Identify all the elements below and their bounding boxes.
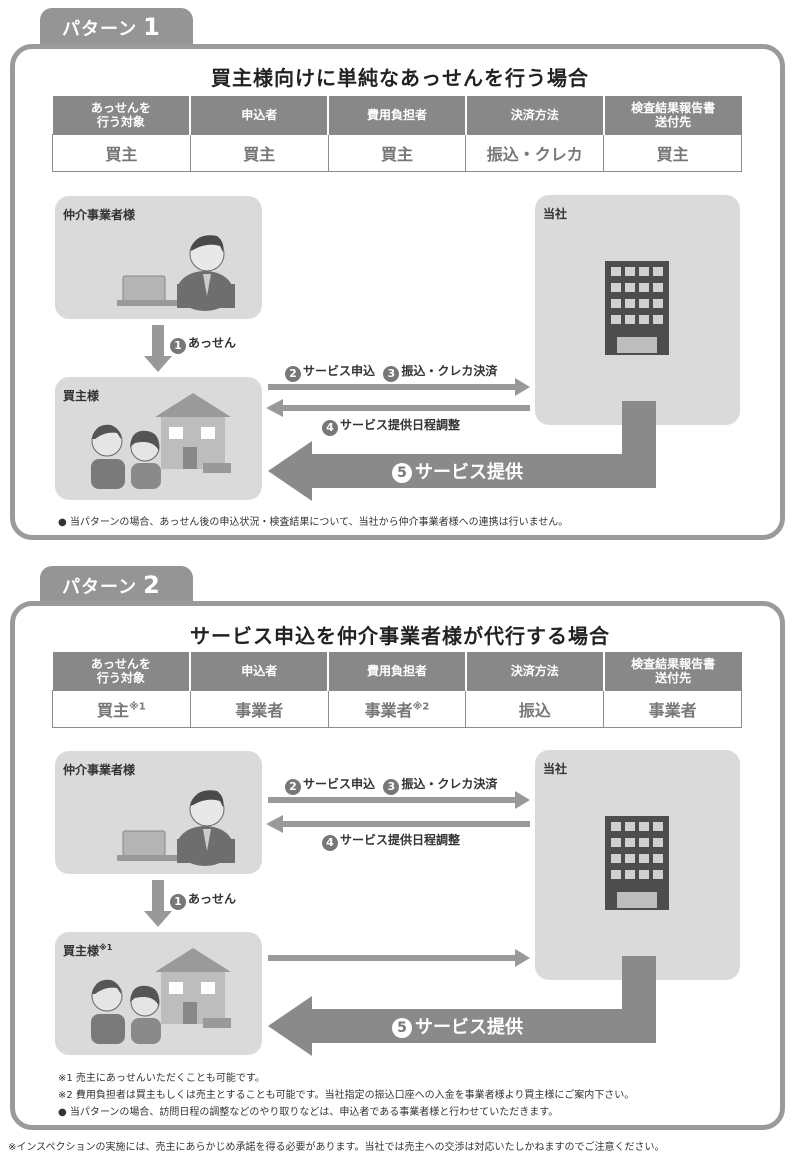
value-report-recipient: 事業者 bbox=[603, 689, 742, 728]
pattern2-tab-label: パターン bbox=[62, 577, 138, 598]
pattern1-title: 買主様向けに単純なあっせんを行う場合 bbox=[211, 66, 589, 90]
buyer-family-house-icon bbox=[91, 393, 231, 489]
header-payment-method: 決済方法 bbox=[465, 96, 605, 134]
header-target: あっせんを 行う対象 bbox=[52, 96, 192, 134]
pattern2-company-box: 当社 bbox=[535, 750, 740, 980]
value-payment-method: 振込・クレカ bbox=[465, 133, 605, 172]
pattern2-tab-number: 2 bbox=[143, 571, 161, 599]
pattern1-table: あっせんを 行う対象 申込者 費用負担者 決済方法 検査結果報告書 送付先 買主… bbox=[52, 96, 742, 172]
header-report-recipient: 検査結果報告書 送付先 bbox=[603, 652, 742, 690]
header-payer: 費用負担者 bbox=[328, 96, 467, 134]
table-header-row: あっせんを 行う対象 申込者 費用負担者 決済方法 検査結果報告書 送付先 bbox=[52, 96, 742, 134]
value-target: 買主※1 bbox=[52, 689, 191, 728]
pattern2-note-3: ● 当パターンの場合、訪問日程の調整などのやり取りなどは、申込者である事業者様と… bbox=[58, 1107, 559, 1118]
pattern1-company-box: 当社 bbox=[535, 195, 740, 425]
table-header-row: あっせんを 行う対象 申込者 費用負担者 決済方法 検査結果報告書 送付先 bbox=[52, 652, 742, 690]
buyer-label: 買主様 bbox=[63, 389, 100, 403]
header-target: あっせんを 行う対象 bbox=[52, 652, 192, 690]
agent-label: 仲介事業者様 bbox=[63, 208, 136, 222]
header-report-recipient: 検査結果報告書 送付先 bbox=[603, 96, 742, 134]
value-applicant: 買主 bbox=[189, 133, 329, 172]
pattern1-tab-number: 1 bbox=[143, 13, 161, 41]
value-payment-method: 振込 bbox=[465, 689, 605, 728]
table-row: 買主 買主 買主 振込・クレカ 買主 bbox=[52, 133, 742, 172]
pattern2-table: あっせんを 行う対象 申込者 費用負担者 決済方法 検査結果報告書 送付先 買主… bbox=[52, 652, 742, 728]
pattern1-note: ● 当パターンの場合、あっせん後の申込状況・検査結果について、当社から仲介事業者… bbox=[58, 517, 569, 528]
header-payer: 費用負担者 bbox=[328, 652, 467, 690]
pattern2-agent-box: 仲介事業者様 bbox=[55, 751, 262, 874]
company-label: 当社 bbox=[543, 207, 568, 221]
agent-label: 仲介事業者様 bbox=[63, 763, 136, 777]
pattern1-tab-label: パターン bbox=[62, 19, 138, 40]
pattern2-title: サービス申込を仲介事業者様が代行する場合 bbox=[190, 624, 610, 648]
building-icon bbox=[605, 261, 669, 355]
value-payer: 買主 bbox=[327, 133, 467, 172]
buyer-label: 買主様※1 bbox=[63, 943, 113, 958]
value-applicant: 事業者 bbox=[189, 689, 329, 728]
pattern2-note-2: ※2 費用負担者は買主もしくは売主とすることも可能です。当社指定の振込口座への入… bbox=[58, 1090, 635, 1101]
pattern1-buyer-box: 買主様 bbox=[55, 377, 262, 500]
company-label: 当社 bbox=[543, 762, 568, 776]
header-applicant: 申込者 bbox=[190, 96, 330, 134]
agent-person-icon bbox=[117, 790, 235, 866]
building-icon bbox=[605, 816, 669, 910]
buyer-family-house-icon bbox=[91, 948, 231, 1044]
value-report-recipient: 買主 bbox=[603, 133, 742, 172]
pattern2-note-1: ※1 売主にあっせんいただくことも可能です。 bbox=[58, 1073, 265, 1084]
header-applicant: 申込者 bbox=[190, 652, 330, 690]
agent-person-icon bbox=[117, 235, 235, 311]
pattern1-agent-box: 仲介事業者様 bbox=[55, 196, 262, 319]
footer-note: ※インスペクションの実施には、売主にあらかじめ承諾を得る必要があります。当社では… bbox=[8, 1142, 665, 1153]
pattern2-buyer-box: 買主様※1 bbox=[55, 932, 262, 1055]
value-target: 買主 bbox=[52, 133, 191, 172]
value-payer: 事業者※2 bbox=[327, 689, 467, 728]
header-payment-method: 決済方法 bbox=[465, 652, 605, 690]
table-row: 買主※1 事業者 事業者※2 振込 事業者 bbox=[52, 689, 742, 728]
